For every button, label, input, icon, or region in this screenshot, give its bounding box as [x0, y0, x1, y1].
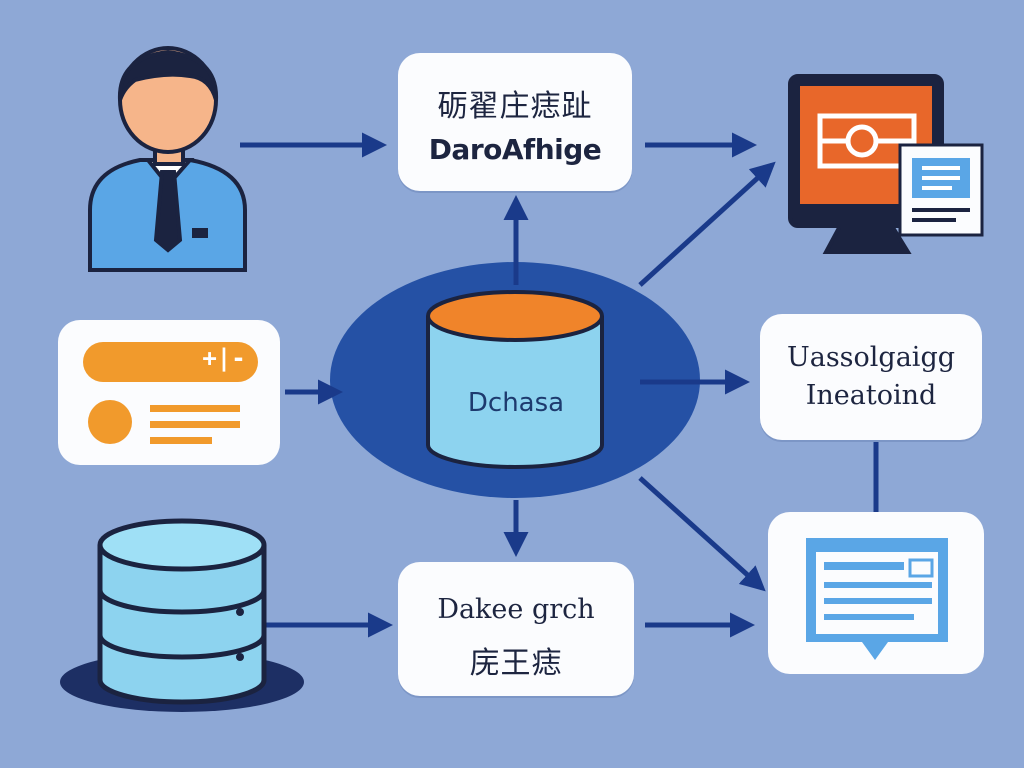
center-database-label: Dchasa — [467, 388, 565, 418]
node-card-top: 砺翟庄痣趾 DaroAfhige — [398, 53, 632, 191]
document-icon — [898, 143, 984, 237]
node-card-top-line1: 砺翟庄痣趾 — [437, 89, 593, 124]
connectors — [240, 132, 879, 638]
arrow-center-to-monitor — [638, 161, 776, 287]
user-icon — [88, 46, 247, 272]
node-card-right-line1: Uassolgaigg — [786, 342, 956, 373]
server-database-icon — [60, 518, 304, 712]
arrow-center-to-chat — [638, 476, 766, 592]
node-card-bottom: Dakee grch 庑王痣 — [398, 562, 634, 696]
database-cylinder-icon — [426, 290, 604, 469]
node-card-bottom-line2: 庑王痣 — [469, 646, 563, 681]
node-card-right-line2: Ineatoind — [805, 380, 937, 411]
node-card-right: Uassolgaigg Ineatoind — [760, 314, 982, 440]
node-card-bottom-line1: Dakee grch — [437, 594, 595, 625]
profile-card-pill-label: +|- — [202, 344, 246, 372]
profile-card-icon — [58, 320, 280, 465]
chat-window-icon — [768, 512, 984, 674]
node-card-top-line2: DaroAfhige — [428, 133, 602, 166]
monitor-icon — [788, 74, 944, 254]
